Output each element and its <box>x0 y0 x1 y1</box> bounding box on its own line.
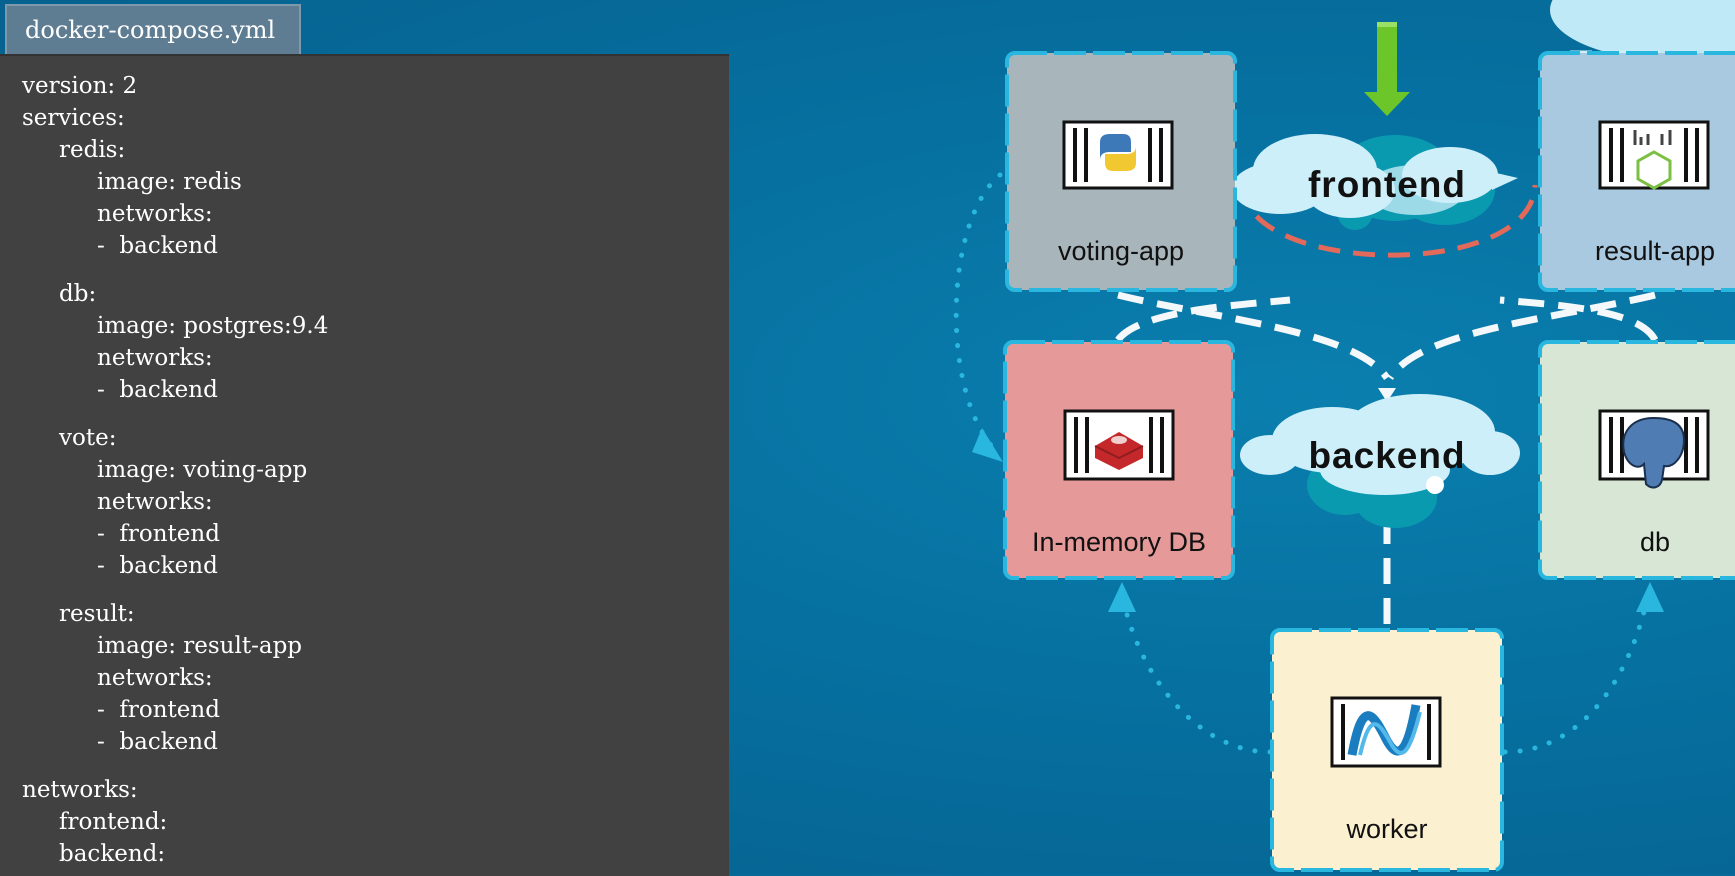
yaml-line: redis: <box>59 137 126 163</box>
yaml-line: networks: <box>97 665 213 691</box>
yaml-line: result: <box>59 601 135 627</box>
arrow-head <box>1636 582 1664 612</box>
yaml-line: image: result-app <box>97 633 303 659</box>
file-tab[interactable]: docker-compose.yml <box>5 4 301 54</box>
arrow-head <box>1108 582 1136 612</box>
yaml-line: - backend <box>97 553 218 579</box>
yaml-line: vote: <box>59 425 117 451</box>
node-result-app: result-app <box>1538 51 1735 292</box>
arrow-head <box>972 428 1003 462</box>
yaml-line: services: <box>22 105 125 131</box>
yaml-line: image: redis <box>97 169 242 195</box>
node-label-db: db <box>1640 527 1670 557</box>
frontend-arc <box>1240 184 1538 258</box>
node-label-result-app: result-app <box>1595 236 1715 266</box>
node-worker: worker <box>1270 628 1504 872</box>
backend-network-label: backend <box>1308 435 1465 476</box>
cloud-fragment <box>1550 0 1735 62</box>
node-label-in-memory-db: In-memory DB <box>1032 527 1206 557</box>
yaml-line: backend: <box>59 841 166 867</box>
yaml-line: networks: <box>97 489 213 515</box>
node-label-worker: worker <box>1345 814 1427 844</box>
yaml-line: networks: <box>97 345 213 371</box>
dotted-flow-arcs <box>953 172 1651 755</box>
entry-arrow <box>1364 22 1410 116</box>
node-label-voting-app: voting-app <box>1058 236 1184 266</box>
yaml-line: frontend: <box>59 809 168 835</box>
yaml-line: image: voting-app <box>97 457 308 483</box>
frontend-cloud <box>1232 134 1518 230</box>
yaml-line: networks: <box>97 201 213 227</box>
yaml-editor[interactable]: version: 2 services: redis: image: redis net… <box>0 54 729 876</box>
file-tab-label: docker-compose.yml <box>25 16 276 44</box>
arrow-head <box>1378 388 1396 402</box>
backend-connectors <box>1115 291 1659 630</box>
python-icon <box>1062 120 1174 190</box>
yaml-line: - frontend <box>97 521 220 547</box>
frontend-network-label: frontend <box>1308 164 1466 205</box>
node-voting-app: voting-app <box>1005 51 1237 292</box>
postgresql-icon <box>1598 409 1710 489</box>
redis-icon <box>1063 409 1175 481</box>
node-in-memory-db: In-memory DB <box>1003 340 1235 580</box>
yaml-line: - backend <box>97 233 218 259</box>
yaml-line: networks: <box>22 777 138 803</box>
yaml-line: version: 2 <box>22 73 138 99</box>
backend-cloud <box>1240 394 1520 528</box>
yaml-line: db: <box>59 281 97 307</box>
nodejs-icon <box>1598 120 1710 190</box>
yaml-line: - backend <box>97 729 218 755</box>
node-db: db <box>1538 340 1735 580</box>
dotnet-icon <box>1330 696 1442 768</box>
yaml-line: image: postgres:9.4 <box>97 313 329 339</box>
yaml-line: - backend <box>97 377 218 403</box>
yaml-line: - frontend <box>97 697 220 723</box>
